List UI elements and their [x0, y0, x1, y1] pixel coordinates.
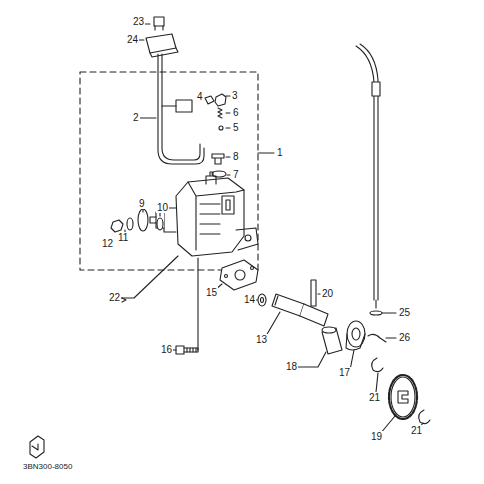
callout-number: 2 [132, 112, 140, 123]
callout-number: 3 [231, 90, 239, 101]
callout-number: 17 [338, 367, 351, 378]
delivery-pipe [140, 54, 204, 164]
bearing [346, 321, 365, 370]
pump-body [150, 172, 258, 256]
circlip [372, 358, 383, 372]
bush [296, 327, 342, 367]
callout-number: 20 [321, 288, 334, 299]
cable [356, 44, 396, 342]
callout-number: 9 [138, 198, 146, 209]
leader [318, 293, 320, 294]
circlip [419, 410, 430, 424]
callout-number: 7 [232, 169, 240, 180]
callout-number: 5 [232, 122, 240, 133]
pin [311, 280, 316, 306]
callout-number: 21 [410, 425, 423, 436]
check-valve-parts [205, 94, 230, 177]
callout-number: 15 [205, 287, 218, 298]
assembly-box [80, 72, 274, 270]
callout-number: 8 [232, 151, 240, 162]
callout-number: 19 [370, 431, 383, 442]
callout-number: 25 [398, 307, 411, 318]
leader [120, 256, 178, 298]
worm-shaft [266, 294, 328, 336]
callout-number: 21 [368, 392, 381, 403]
callout-number: 1 [276, 147, 284, 158]
callout-number: 22 [108, 292, 121, 303]
callout-number: 10 [156, 202, 169, 213]
page-icon [30, 436, 44, 458]
callout-number: 26 [398, 332, 411, 343]
part-code: 3BN300-8050 [22, 462, 73, 471]
leader [376, 373, 378, 392]
callout-number: 4 [196, 91, 204, 102]
callout-number: 16 [160, 344, 173, 355]
gasket [215, 260, 266, 306]
callout-number: 11 [117, 232, 129, 243]
callout-number: 12 [101, 238, 114, 249]
callout-number: 18 [285, 361, 298, 372]
callout-number: 6 [232, 107, 240, 118]
callout-number: 14 [243, 294, 256, 305]
callout-number: 24 [126, 34, 139, 45]
callout-number: 23 [132, 16, 145, 27]
callout-number: 13 [255, 334, 268, 345]
bolt [172, 258, 198, 354]
